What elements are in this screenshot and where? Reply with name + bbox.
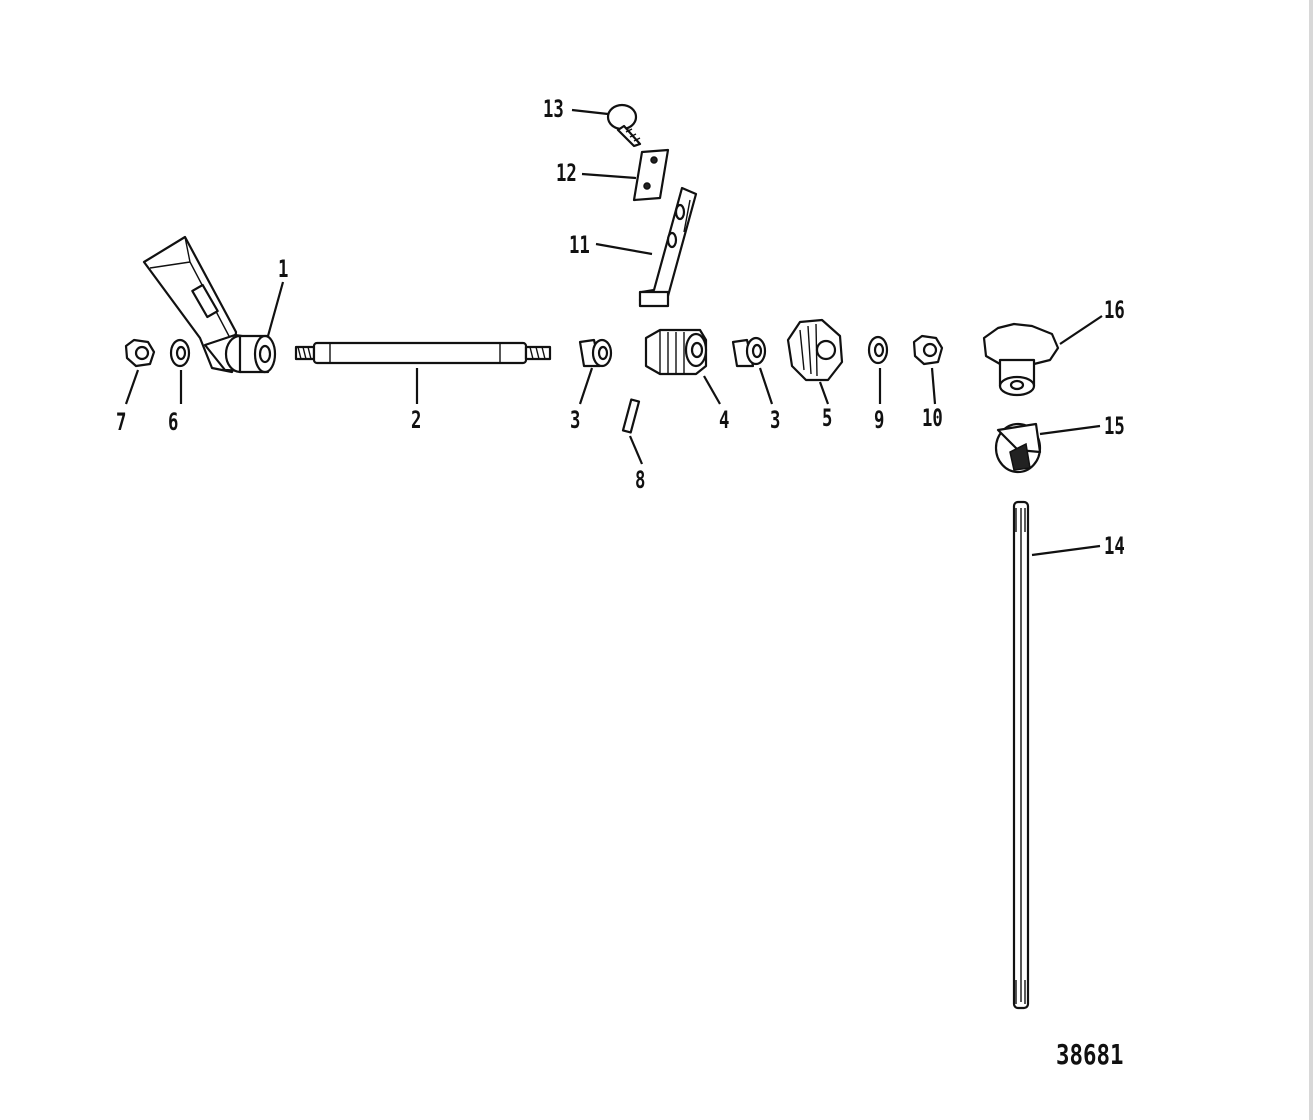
leader-11 [595,242,653,256]
part-12-plate [632,148,670,202]
leader-4 [703,375,721,405]
part-8-pin [621,398,641,434]
callout-9: 9 [874,406,885,434]
part-5-gear [786,318,844,382]
callout-12: 12 [556,159,577,187]
leader-5 [818,381,830,405]
leader-12 [581,172,637,180]
part-10-nut [912,334,944,366]
callout-1: 1 [278,255,289,283]
part-14-rod [1012,500,1030,1010]
leader-7 [124,369,140,405]
callout-4: 4 [719,406,730,434]
part-7-nut [124,338,156,368]
part-11-bracket [638,186,698,308]
leader-15 [1039,424,1101,436]
leader-3a [578,367,594,405]
callout-7: 7 [116,408,127,436]
leader-1 [266,281,285,337]
leader-14 [1031,544,1101,557]
part-2-shaft [294,341,552,365]
part-15-clip [994,422,1042,474]
callout-5: 5 [822,404,833,432]
callout-14: 14 [1104,532,1125,560]
leader-13 [571,108,609,116]
leader-lines [124,108,1103,557]
callout-16: 16 [1104,296,1125,324]
callout-3b: 3 [770,406,781,434]
part-4-collar [644,328,708,376]
leader-3b [758,367,774,405]
figure-number: 38681 [1056,1038,1124,1071]
part-13-screw [606,103,642,148]
part-6-washer [169,338,191,368]
callout-3a: 3 [570,406,581,434]
callout-13: 13 [543,95,564,123]
leader-10 [930,367,937,405]
callout-6: 6 [168,408,179,436]
callout-2: 2 [411,406,422,434]
part-16-knob [982,322,1060,397]
callout-15: 15 [1104,412,1125,440]
part-3-bushing-left [578,338,613,368]
part-3-bushing-right [731,336,767,368]
callout-8: 8 [635,466,646,494]
leader-8 [628,435,644,465]
callout-11: 11 [569,231,590,259]
part-1-lever [142,235,277,374]
part-9-washer [867,335,889,365]
leader-16 [1059,315,1103,345]
callout-10: 10 [922,404,943,432]
